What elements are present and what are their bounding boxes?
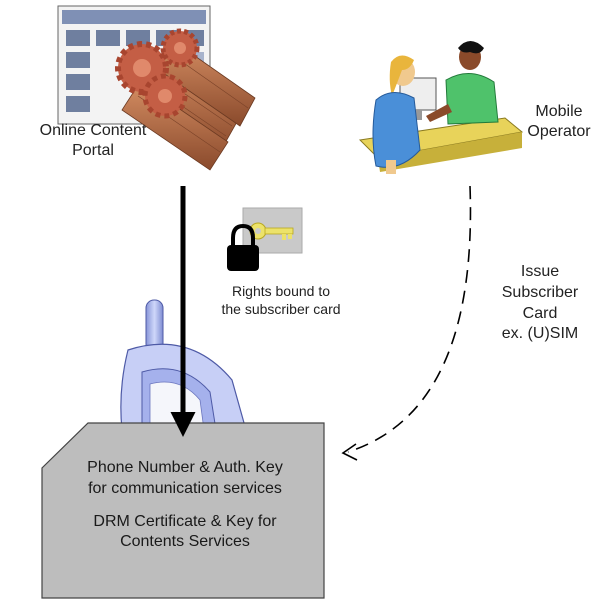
content-portal-icon <box>57 5 256 171</box>
gear-icon <box>142 73 188 119</box>
issue-card-label: Issue Subscriber Card ex. (U)SIM <box>478 262 602 345</box>
card-issue-arrow <box>347 185 472 453</box>
operator-label: Mobile Operator <box>513 102 603 142</box>
card-text-line: Contents Services <box>120 533 250 551</box>
operator-label-line: Mobile <box>535 103 583 120</box>
operator-label-line: Operator <box>527 123 591 140</box>
subscriber-card <box>41 422 325 599</box>
card-text-line: Phone Number & Auth. Key <box>87 459 283 476</box>
card-contents: Phone Number & Auth. Key for communicati… <box>42 458 328 565</box>
gear-icon <box>160 28 200 68</box>
lock-icon <box>227 223 259 271</box>
rights-label-line: Rights bound to <box>231 283 331 299</box>
card-issue-arrowhead <box>341 443 358 461</box>
gear-icon <box>115 41 169 95</box>
rights-label: Rights bound to the subscriber card <box>196 283 366 318</box>
card-text-line: DRM Certificate & Key for <box>93 512 277 530</box>
drm-certificate-text: DRM Certificate & Key for Contents Servi… <box>42 512 328 554</box>
communication-key-text: Phone Number & Auth. Key for communicati… <box>42 458 328 500</box>
mobile-operator-icon <box>358 41 524 174</box>
portal-label: Online Content Portal <box>8 121 178 161</box>
portal-label-line: Online Content <box>39 122 147 139</box>
issue-label-line: Card <box>522 304 558 322</box>
portal-label-line: Portal <box>72 142 114 159</box>
card-text-line: for communication services <box>88 479 282 497</box>
issue-label-line: ex. (U)SIM <box>501 325 579 343</box>
rights-label-line: the subscriber card <box>221 300 341 317</box>
issue-label-line: Subscriber <box>501 283 579 301</box>
issue-label-line: Issue <box>520 263 560 280</box>
